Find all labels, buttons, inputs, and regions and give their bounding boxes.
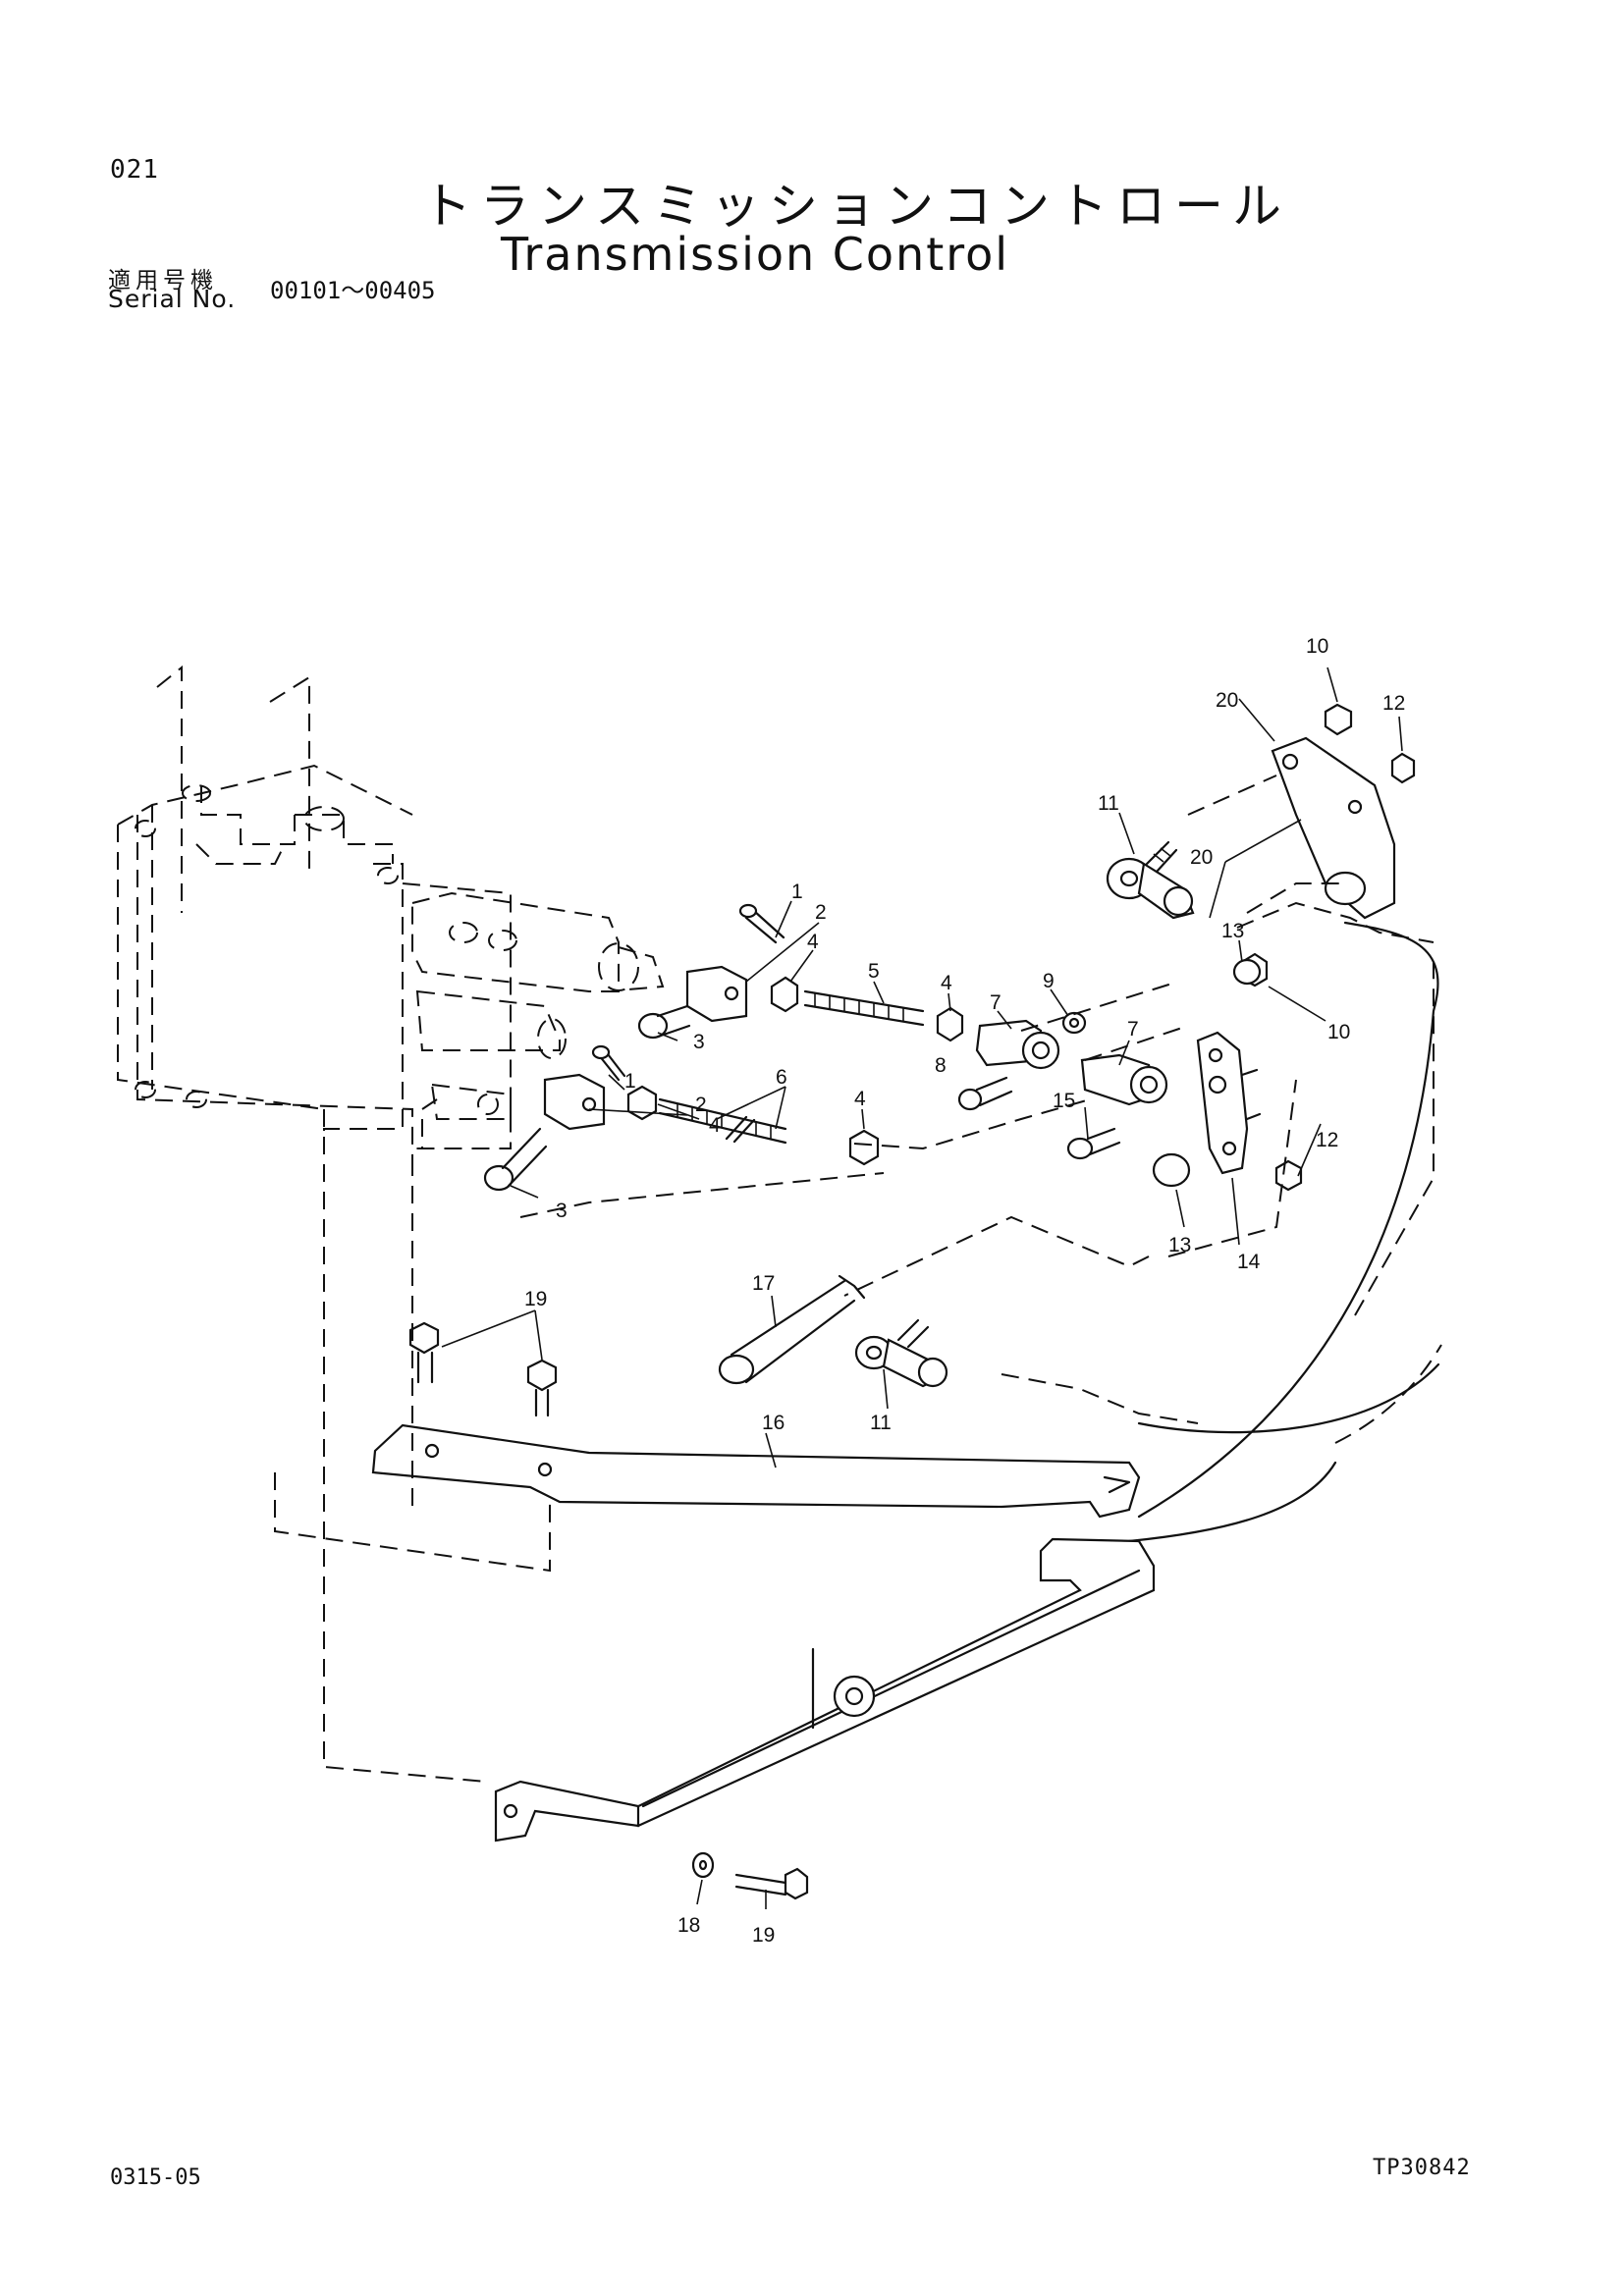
footer-left-code: 0315-05 xyxy=(110,2165,201,2190)
callout-16: 16 xyxy=(762,1412,785,1434)
callout-11: 11 xyxy=(1098,792,1119,815)
callout-5: 5 xyxy=(868,960,880,983)
callout-15: 15 xyxy=(1053,1090,1075,1112)
support-arm xyxy=(494,1537,1156,1842)
serial-range: 00101～00405 xyxy=(270,277,436,304)
callout-10: 10 xyxy=(1327,1021,1350,1043)
lever-16 xyxy=(371,1423,1141,1519)
pin-17 xyxy=(718,1274,866,1385)
callout-3: 3 xyxy=(693,1031,705,1053)
control-valve-block xyxy=(117,665,665,1158)
callout-10: 10 xyxy=(1306,635,1328,658)
callout-3: 3 xyxy=(556,1200,568,1222)
callout-20: 20 xyxy=(1190,846,1213,869)
bolts-19 xyxy=(408,1321,558,1417)
leader-lines xyxy=(441,667,1403,1909)
callout-4: 4 xyxy=(807,931,819,953)
callout-13: 13 xyxy=(1221,920,1244,942)
callout-6: 6 xyxy=(776,1066,787,1089)
callout-4: 4 xyxy=(709,1114,721,1137)
upper-linkage xyxy=(637,903,1168,1160)
callout-12: 12 xyxy=(1316,1129,1338,1151)
page-number: 021 xyxy=(110,155,159,185)
callout-8: 8 xyxy=(935,1054,947,1077)
bracket-20 xyxy=(1240,703,1416,988)
callout-1: 1 xyxy=(791,881,803,903)
callout-18: 18 xyxy=(677,1914,700,1937)
serial-label-japanese: 適用号機 xyxy=(108,268,218,294)
callout-11: 11 xyxy=(870,1412,892,1434)
control-cable xyxy=(1001,882,1442,1543)
title-japanese: トランスミッションコントロール xyxy=(422,178,1290,235)
callout-9: 9 xyxy=(1043,970,1055,992)
callout-7: 7 xyxy=(1127,1018,1139,1041)
callout-4: 4 xyxy=(854,1088,866,1110)
serial-label-english: Serial No. xyxy=(108,285,237,313)
washer-18-bolt-19 xyxy=(691,1851,809,1900)
rod-end-11-lower xyxy=(854,1318,948,1388)
assembly-guide-lines xyxy=(274,774,1435,1783)
lower-linkage xyxy=(483,1044,880,1192)
callout-14: 14 xyxy=(1237,1251,1261,1273)
callout-20: 20 xyxy=(1216,689,1238,712)
callout-4: 4 xyxy=(941,972,952,994)
callout-19: 19 xyxy=(752,1924,775,1947)
callout-numbers: 1 2 3 4 5 4 7 9 8 7 15 1 2 4 6 4 3 10 20… xyxy=(524,635,1405,1947)
callout-17: 17 xyxy=(752,1272,775,1295)
callout-13: 13 xyxy=(1168,1234,1191,1256)
callout-1: 1 xyxy=(624,1070,636,1093)
rod-end-11-upper xyxy=(1106,840,1195,920)
callout-7: 7 xyxy=(990,991,1001,1014)
callout-19: 19 xyxy=(524,1288,547,1310)
title-english: Transmission Control xyxy=(501,228,1010,281)
footer-right-code: TP30842 xyxy=(1373,2156,1471,2180)
callout-12: 12 xyxy=(1382,692,1405,715)
callout-2: 2 xyxy=(695,1094,707,1116)
callout-2: 2 xyxy=(815,901,827,924)
plate-14 xyxy=(1152,958,1303,1192)
